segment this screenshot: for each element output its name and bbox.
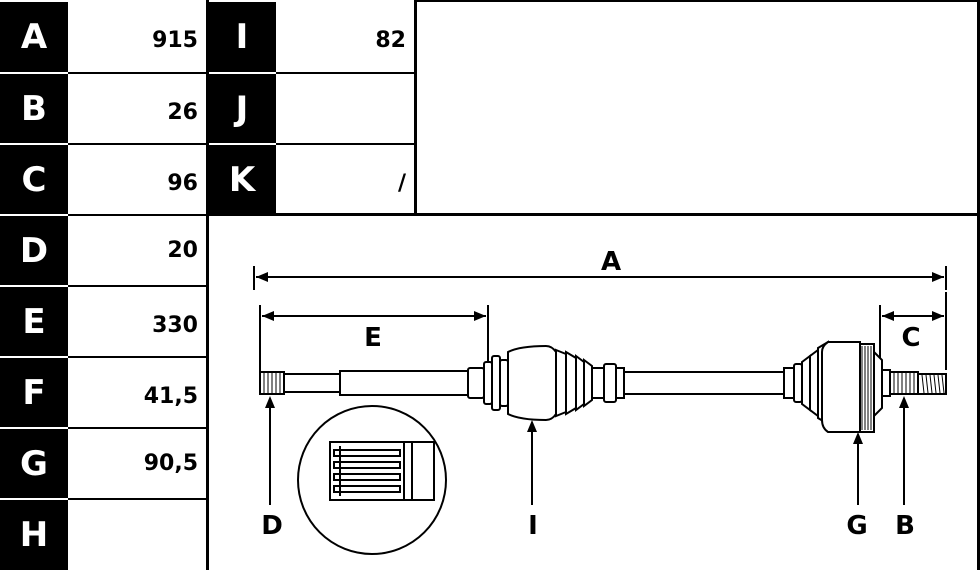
boot-ridge [555, 348, 567, 418]
value-h [68, 500, 206, 570]
arrowhead [474, 311, 486, 321]
key-j: J [208, 74, 276, 143]
arrowhead [853, 432, 863, 444]
arrowhead [256, 272, 268, 282]
label-i: I [528, 511, 538, 541]
boot-ridge [575, 354, 585, 412]
boot-neck [783, 367, 795, 399]
value-g: 90,5 [68, 429, 206, 498]
key-k: K [208, 145, 276, 215]
arrowhead [899, 396, 909, 408]
shaft-section [283, 373, 341, 393]
value-a: 915 [68, 2, 206, 72]
outer-cv-housing [873, 349, 883, 419]
main-shaft [623, 371, 785, 395]
row-divider [276, 72, 416, 74]
row-divider [68, 214, 208, 216]
arrowhead [882, 311, 894, 321]
label-e: E [364, 323, 382, 353]
row-divider [68, 498, 208, 500]
key-b: B [0, 74, 68, 143]
label-b: B [895, 511, 915, 541]
row-divider [68, 427, 208, 429]
value-e: 330 [68, 287, 206, 356]
threaded-end [917, 373, 947, 395]
arrowhead [265, 396, 275, 408]
key-f: F [0, 358, 68, 427]
boot-ridge [809, 348, 819, 418]
table-border [414, 0, 417, 216]
collar [483, 361, 493, 405]
boot-clamp [793, 363, 803, 403]
collar [467, 367, 485, 399]
label-g: G [846, 511, 867, 541]
key-g: G [0, 429, 68, 498]
boot-ridge [583, 358, 593, 408]
table-border [977, 0, 980, 570]
boot-neck [591, 367, 605, 399]
arrowhead [932, 311, 944, 321]
boot-ridge [565, 350, 577, 416]
value-b: 26 [68, 74, 206, 143]
key-d: D [0, 216, 68, 285]
arrowhead [262, 311, 274, 321]
value-k: / [276, 145, 414, 215]
key-e: E [0, 287, 68, 356]
value-j [276, 74, 414, 143]
outer-cv-joint-boot [821, 341, 861, 433]
boot-clamp [603, 363, 617, 403]
table-border [208, 213, 980, 216]
boot-ridge [801, 354, 811, 412]
value-d: 20 [68, 216, 206, 285]
arrowhead [932, 272, 944, 282]
shaft-section [339, 370, 469, 396]
label-c: C [901, 323, 920, 353]
arrowhead [527, 420, 537, 432]
spline-detail-magnifier [297, 405, 447, 555]
value-c: 96 [68, 145, 206, 214]
boot-neck [615, 367, 625, 399]
key-h: H [0, 500, 68, 570]
key-a: A [0, 2, 68, 72]
collar [491, 355, 501, 411]
collar [499, 359, 509, 407]
value-f: 41,5 [68, 358, 206, 427]
stub-collar [881, 369, 891, 397]
key-c: C [0, 145, 68, 214]
label-d: D [261, 511, 283, 541]
table-border [416, 0, 980, 2]
row-divider [68, 285, 208, 287]
inner-cv-joint-housing [507, 344, 557, 422]
row-divider [68, 356, 208, 358]
label-a: A [601, 247, 621, 277]
row-divider [68, 143, 208, 145]
row-divider [276, 143, 416, 145]
row-divider [68, 72, 208, 74]
table-border [206, 0, 209, 570]
drive-shaft [259, 340, 947, 433]
value-i: 82 [276, 2, 414, 72]
key-i: I [208, 2, 276, 72]
